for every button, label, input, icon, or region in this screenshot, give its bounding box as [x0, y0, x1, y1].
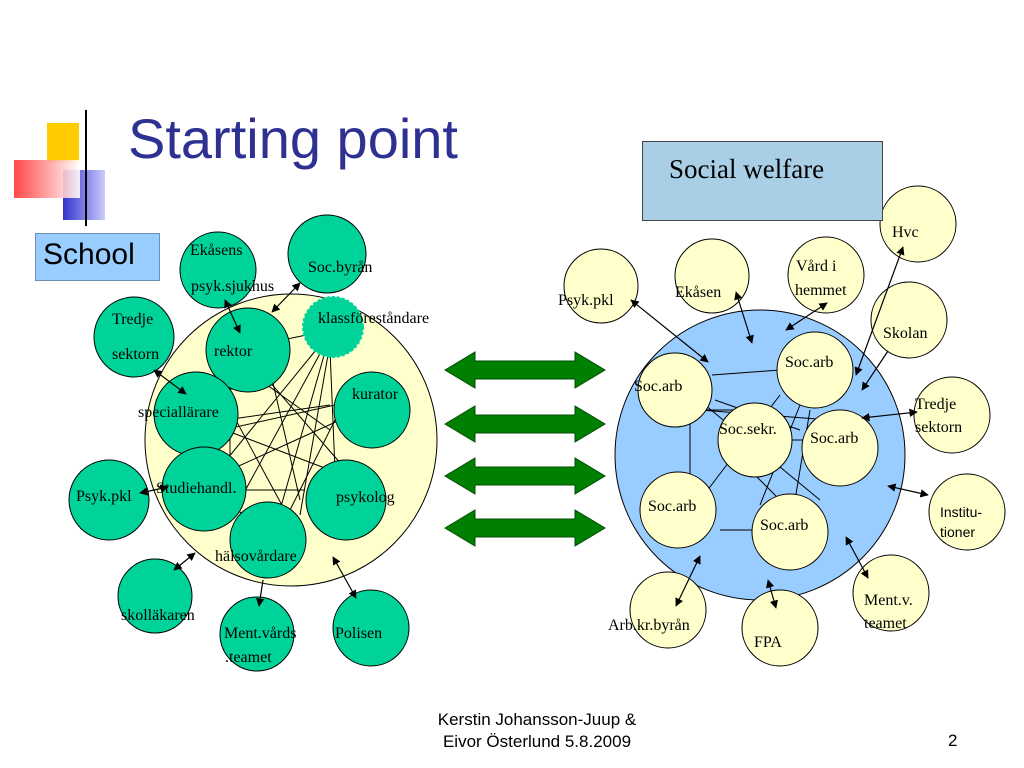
node-psykpkl-school: [68, 459, 150, 541]
slide-footer: Kerstin Johansson-Juup & Eivor Österlund…: [412, 709, 662, 753]
label-ekasen: Ekåsen: [675, 284, 721, 301]
label-speciallarare: speciallärare: [138, 404, 219, 421]
label-socarb-topright: Soc.arb: [785, 354, 833, 371]
label-teamet-welfare: teamet: [864, 615, 907, 632]
label-socarb-bottom: Soc.arb: [760, 517, 808, 534]
label-ment: Ment.v.: [864, 592, 913, 609]
label-fpa: FPA: [754, 634, 782, 651]
node-fpa: [741, 589, 819, 667]
label-tioner: tioner: [940, 524, 975, 540]
label-tredje-welfare: Tredje: [915, 396, 956, 413]
label-psykolog: psykolog: [336, 489, 395, 506]
node-socarb-bottom: [751, 493, 829, 571]
node-ekasen: [674, 238, 750, 314]
label-socarb-left: Soc.arb: [634, 378, 682, 395]
label-halsovardare: hälsovårdare: [215, 548, 297, 565]
label-studiehandl: Studiehandl.: [156, 480, 236, 497]
page-number: 2: [948, 731, 958, 750]
school-label-box: School: [35, 233, 160, 281]
label-vard-i: Vård i: [796, 258, 837, 275]
label-socarb-bottomleft: Soc.arb: [648, 498, 696, 515]
node-socarb-right: [801, 409, 879, 487]
label-rektor: rektor: [214, 343, 253, 360]
node-halsovardare: [229, 501, 307, 579]
node-tredje-sektorn-welfare: [913, 376, 991, 454]
label-socarb-right: Soc.arb: [810, 430, 858, 447]
double-arrow-2: [444, 405, 606, 443]
label-kurator: kurator: [352, 386, 399, 403]
label-arbkrbyran: Arb.kr.byrån: [608, 617, 690, 634]
title-ornament: [14, 110, 640, 226]
footer-authors: Kerstin Johansson-Juup &: [437, 710, 637, 729]
label-teamet: .teamet: [225, 649, 272, 666]
label-psykpkl-school: Psyk.pkl: [76, 488, 132, 505]
node-psykolog: [305, 459, 387, 541]
node-kurator: [333, 371, 411, 449]
label-hvc: Hvc: [892, 224, 919, 241]
label-polisen: Polisen: [335, 625, 382, 642]
node-skollakaren: [117, 558, 193, 634]
welfare-label-box: Social welfare: [642, 141, 883, 221]
node-ment-teamet: [852, 554, 930, 632]
school-diagram: Ekåsens Soc.byrån psyk.sjukhus Tredje se…: [68, 214, 438, 672]
node-socsekr: [717, 402, 793, 478]
welfare-diagram: Psyk.pkl Ekåsen Vård i hemmet Hvc Skolan…: [558, 185, 1006, 667]
label-institu: Institu-: [940, 504, 982, 520]
label-ekasens: Ekåsens: [190, 242, 242, 259]
label-hemmet: hemmet: [795, 282, 847, 299]
node-hvc: [879, 185, 957, 263]
double-arrow-3: [444, 457, 606, 495]
node-ekasens: [179, 231, 257, 309]
node-mentvards-teamet: [219, 596, 295, 672]
label-mentvards: Ment.vårds: [224, 625, 296, 642]
node-vard-i-hemmet: [787, 236, 865, 314]
label-sektorn: sektorn: [112, 346, 159, 363]
label-skolan: Skolan: [883, 325, 927, 342]
node-socarb-bottomleft: [639, 471, 717, 549]
label-socsekr: Soc.sekr.: [719, 421, 777, 438]
school-arrows: [139, 282, 357, 607]
label-socbyran: Soc.byrån: [308, 259, 372, 276]
exchange-arrows: [444, 351, 606, 547]
label-psykpkl-welfare: Psyk.pkl: [558, 292, 614, 309]
double-arrow-4: [444, 509, 606, 547]
node-tredje-sektorn: [93, 296, 175, 378]
label-klassforestandare: klassföreståndare: [318, 310, 429, 327]
node-klassforestandare: [302, 296, 364, 358]
node-polisen: [332, 589, 410, 667]
label-skollakaren: skolläkaren: [121, 607, 195, 624]
slide-title: Starting point: [128, 107, 458, 170]
node-socarb-topright: [776, 331, 854, 409]
footer-date: Eivor Österlund 5.8.2009: [442, 732, 632, 751]
label-sektorn-welfare: sektorn: [915, 419, 962, 436]
double-arrow-1: [444, 351, 606, 389]
node-socbyran: [287, 214, 367, 294]
welfare-arrows: [630, 246, 929, 609]
label-tredje: Tredje: [112, 311, 153, 328]
node-arbkrbyran: [629, 571, 707, 649]
label-psyksjukhus: psyk.sjukhus: [191, 278, 274, 295]
node-institutioner: [928, 473, 1006, 551]
node-psykpkl-welfare: [563, 248, 639, 324]
node-skolan: [870, 281, 948, 359]
